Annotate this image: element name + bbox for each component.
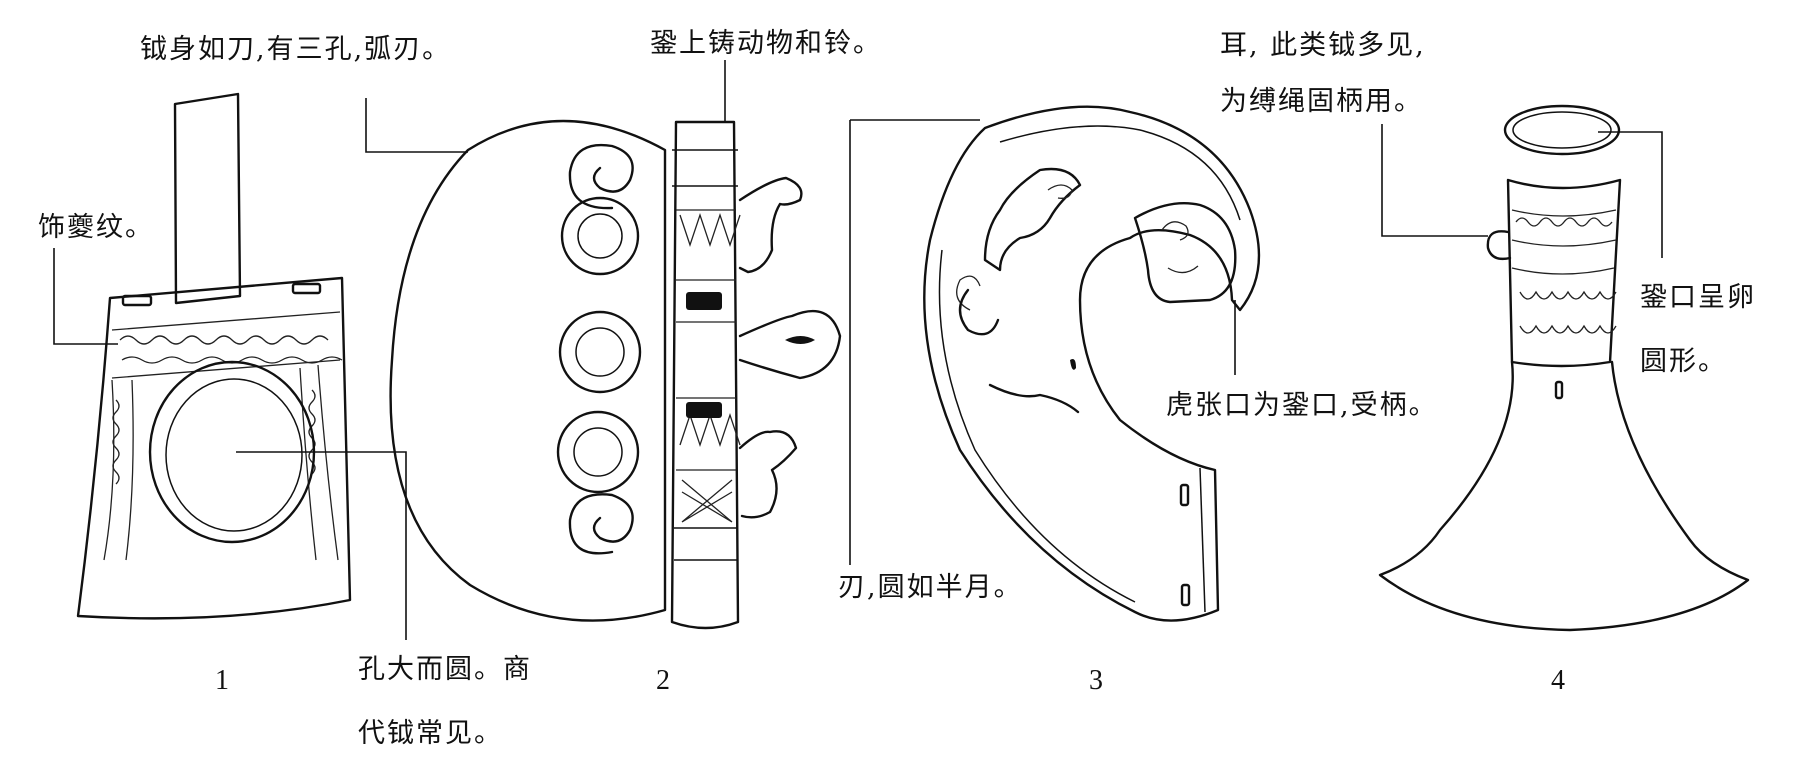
label-axe4-ear-line1: 耳, 此类钺多见, bbox=[1220, 30, 1426, 61]
axe-1-drawing bbox=[76, 92, 352, 620]
label-axe4-mouth-line2: 圆形。 bbox=[1640, 346, 1727, 377]
axe-4-drawing bbox=[1378, 104, 1750, 632]
label-axe1-hole-line2: 代钺常见。 bbox=[358, 718, 503, 749]
figure-number-4: 4 bbox=[1551, 665, 1565, 696]
leader-body bbox=[365, 98, 468, 153]
leader-mouth-4 bbox=[1598, 131, 1663, 258]
leader-hole bbox=[236, 451, 407, 640]
label-axe2-socket: 銎上铸动物和铃。 bbox=[650, 28, 882, 59]
leader-pattern bbox=[53, 248, 118, 345]
label-axe1-body: 钺身如刀,有三孔,弧刃。 bbox=[140, 34, 452, 65]
label-axe3-mouth: 虎张口为銎口,受柄。 bbox=[1166, 390, 1438, 421]
label-axe1-hole-line1: 孔大而圆。商 bbox=[358, 654, 532, 685]
label-axe4-mouth-line1: 銎口呈卵 bbox=[1640, 282, 1756, 313]
figure-number-2: 2 bbox=[656, 665, 670, 696]
figure-number-3: 3 bbox=[1089, 665, 1103, 696]
label-axe3-blade: 刃,圆如半月。 bbox=[838, 572, 1023, 603]
label-axe4-ear-line2: 为缚绳固柄用。 bbox=[1220, 86, 1423, 117]
leader-ear bbox=[1381, 124, 1488, 237]
axe-2-drawing bbox=[389, 119, 842, 630]
axe-3-drawing bbox=[923, 105, 1261, 622]
label-axe1-pattern: 饰夔纹。 bbox=[38, 212, 154, 243]
figure-number-1: 1 bbox=[215, 665, 229, 696]
